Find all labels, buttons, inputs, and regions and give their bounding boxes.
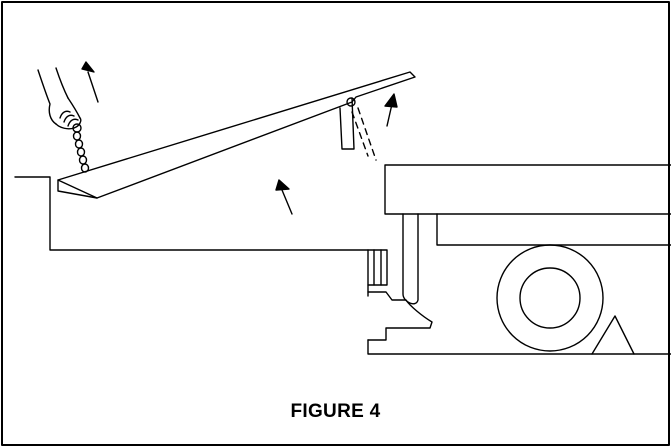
truck-wheel-rim — [519, 267, 581, 329]
dock-chock — [367, 291, 433, 341]
arrow-up-icon — [275, 179, 293, 215]
lip-motion-dash-2 — [351, 111, 369, 157]
lip-support-leg — [339, 97, 355, 150]
wheel-chock — [591, 315, 635, 355]
dock-bumper — [367, 249, 388, 286]
truck-rear-post — [402, 213, 419, 305]
lip-motion-dash-1 — [357, 107, 377, 161]
leveler-deck-hinge — [57, 179, 98, 199]
arrow-up-icon — [384, 93, 398, 127]
ground-line — [367, 339, 671, 355]
figure-caption: FIGURE 4 — [290, 401, 381, 422]
pull-chain — [72, 123, 90, 173]
truck-frame — [436, 213, 671, 246]
truck-wheel-tire — [496, 244, 604, 352]
lip-hinge-pin — [346, 97, 356, 107]
dock-outline — [14, 176, 369, 297]
truck-body — [384, 164, 671, 215]
arrow-up-icon — [81, 61, 99, 103]
leveler-deck — [57, 71, 416, 199]
hand-icon — [37, 67, 82, 130]
